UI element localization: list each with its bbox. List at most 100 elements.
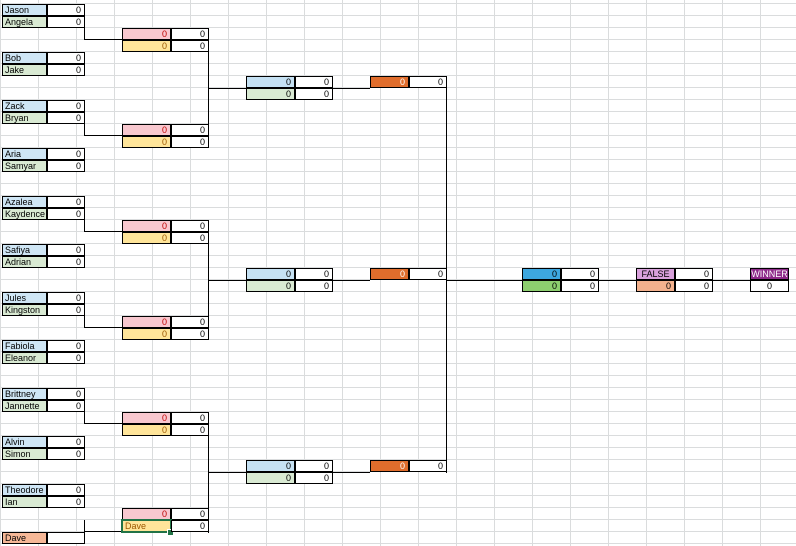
round2-score-cell[interactable]: 0 xyxy=(171,520,209,532)
winner-value-cell[interactable]: 0 xyxy=(750,280,789,292)
round1-name-cell[interactable]: Jake xyxy=(2,64,47,76)
round1-name-cell[interactable]: Alvin xyxy=(2,436,47,448)
round1-score-cell[interactable]: 0 xyxy=(47,16,85,28)
round1-name-cell[interactable]: Brittney xyxy=(2,388,47,400)
round4-name-cell[interactable]: 0 xyxy=(370,76,409,88)
round2-name-cell[interactable]: 0 xyxy=(122,328,171,340)
round1-score-cell[interactable]: 0 xyxy=(47,256,85,268)
round2-name-cell[interactable]: 0 xyxy=(122,412,171,424)
round1-score-cell[interactable]: 0 xyxy=(47,292,85,304)
round4-score-cell[interactable]: 0 xyxy=(409,268,447,280)
round2-name-cell[interactable]: 0 xyxy=(122,232,171,244)
final-score-cell[interactable]: 0 xyxy=(675,268,713,280)
round3-score-cell[interactable]: 0 xyxy=(295,76,333,88)
round3-score-cell[interactable]: 0 xyxy=(295,460,333,472)
round2-score-cell[interactable]: 0 xyxy=(171,412,209,424)
round2-selected-name-cell[interactable]: Dave xyxy=(121,519,172,533)
round1-bye-score-cell[interactable] xyxy=(47,532,85,544)
round1-name-cell[interactable]: Ian xyxy=(2,496,47,508)
final-score-cell[interactable]: 0 xyxy=(675,280,713,292)
round3-name-cell[interactable]: 0 xyxy=(246,268,295,280)
round1-score-cell[interactable]: 0 xyxy=(47,496,85,508)
round1-score-cell[interactable]: 0 xyxy=(47,160,85,172)
round2-score-cell[interactable]: 0 xyxy=(171,28,209,40)
round2-score-cell[interactable]: 0 xyxy=(171,232,209,244)
round2-name-cell[interactable]: 0 xyxy=(122,316,171,328)
round3-name-cell[interactable]: 0 xyxy=(246,460,295,472)
round1-name-cell[interactable]: Jason xyxy=(2,4,47,16)
round1-name-cell[interactable]: Adrian xyxy=(2,256,47,268)
round3-name-cell[interactable]: 0 xyxy=(246,76,295,88)
winner-label-cell[interactable]: WINNER xyxy=(750,268,789,280)
round3-score-cell[interactable]: 0 xyxy=(295,472,333,484)
round1-score-cell[interactable]: 0 xyxy=(47,400,85,412)
round1-score-cell[interactable]: 0 xyxy=(47,64,85,76)
round2-score-cell[interactable]: 0 xyxy=(171,220,209,232)
round1-name-cell[interactable]: Kaydence xyxy=(2,208,47,220)
round2-name-cell[interactable]: 0 xyxy=(122,220,171,232)
round1-bye-name-cell[interactable]: Dave xyxy=(2,532,47,544)
round1-score-cell[interactable]: 0 xyxy=(47,208,85,220)
round1-name-cell[interactable]: Bryan xyxy=(2,112,47,124)
round4-score-cell[interactable]: 0 xyxy=(409,76,447,88)
round1-score-cell[interactable]: 0 xyxy=(47,448,85,460)
round1-name-cell[interactable]: Bob xyxy=(2,52,47,64)
round2-score-cell[interactable]: 0 xyxy=(171,40,209,52)
round1-name-cell[interactable]: Angela xyxy=(2,16,47,28)
round1-score-cell[interactable]: 0 xyxy=(47,352,85,364)
round1-name-cell[interactable]: Aria xyxy=(2,148,47,160)
round1-name-cell[interactable]: Kingston xyxy=(2,304,47,316)
round1-name-cell[interactable]: Simon xyxy=(2,448,47,460)
round1-score-cell[interactable]: 0 xyxy=(47,340,85,352)
round1-name-cell[interactable]: Azalea xyxy=(2,196,47,208)
round1-score-cell[interactable]: 0 xyxy=(47,100,85,112)
round2-name-cell[interactable]: 0 xyxy=(122,124,171,136)
round2-name-cell[interactable]: 0 xyxy=(122,40,171,52)
round1-score-cell[interactable]: 0 xyxy=(47,196,85,208)
round1-name-cell[interactable]: Jannette xyxy=(2,400,47,412)
round4-name-cell[interactable]: 0 xyxy=(370,268,409,280)
semifinal-name-cell[interactable]: 0 xyxy=(522,268,561,280)
semifinal-score-cell[interactable]: 0 xyxy=(561,280,599,292)
round1-name-cell[interactable]: Theodore xyxy=(2,484,47,496)
bracket-connector xyxy=(84,135,122,136)
round2-name-cell[interactable]: 0 xyxy=(122,424,171,436)
round2-score-cell[interactable]: 0 xyxy=(171,124,209,136)
round3-score-cell[interactable]: 0 xyxy=(295,280,333,292)
round3-name-cell[interactable]: 0 xyxy=(246,472,295,484)
round1-score-cell[interactable]: 0 xyxy=(47,388,85,400)
round2-name-cell[interactable]: 0 xyxy=(122,508,171,520)
round1-name-cell[interactable]: Safiya xyxy=(2,244,47,256)
round2-name-cell[interactable]: 0 xyxy=(122,136,171,148)
round3-name-cell[interactable]: 0 xyxy=(246,88,295,100)
final-name-cell[interactable]: 0 xyxy=(636,280,675,292)
round2-score-cell[interactable]: 0 xyxy=(171,328,209,340)
round1-name-cell[interactable]: Eleanor xyxy=(2,352,47,364)
round2-name-cell[interactable]: 0 xyxy=(122,28,171,40)
round1-score-cell[interactable]: 0 xyxy=(47,112,85,124)
round1-score-cell[interactable]: 0 xyxy=(47,148,85,160)
round1-score-cell[interactable]: 0 xyxy=(47,52,85,64)
round1-name-cell[interactable]: Zack xyxy=(2,100,47,112)
round2-score-cell[interactable]: 0 xyxy=(171,136,209,148)
round2-score-cell[interactable]: 0 xyxy=(171,508,209,520)
round3-score-cell[interactable]: 0 xyxy=(295,268,333,280)
round1-score-cell[interactable]: 0 xyxy=(47,244,85,256)
semifinal-name-cell[interactable]: 0 xyxy=(522,280,561,292)
round1-score-cell[interactable]: 0 xyxy=(47,304,85,316)
round1-name-cell[interactable]: Jules xyxy=(2,292,47,304)
round3-score-cell[interactable]: 0 xyxy=(295,88,333,100)
round1-score-cell[interactable]: 0 xyxy=(47,4,85,16)
fill-handle[interactable] xyxy=(167,529,174,536)
round4-score-cell[interactable]: 0 xyxy=(409,460,447,472)
round1-score-cell[interactable]: 0 xyxy=(47,484,85,496)
round1-name-cell[interactable]: Fabiola xyxy=(2,340,47,352)
semifinal-score-cell[interactable]: 0 xyxy=(561,268,599,280)
round3-name-cell[interactable]: 0 xyxy=(246,280,295,292)
round2-score-cell[interactable]: 0 xyxy=(171,316,209,328)
final-name-cell[interactable]: FALSE xyxy=(636,268,675,280)
round2-score-cell[interactable]: 0 xyxy=(171,424,209,436)
round1-name-cell[interactable]: Samyar xyxy=(2,160,47,172)
round1-score-cell[interactable]: 0 xyxy=(47,436,85,448)
round4-name-cell[interactable]: 0 xyxy=(370,460,409,472)
